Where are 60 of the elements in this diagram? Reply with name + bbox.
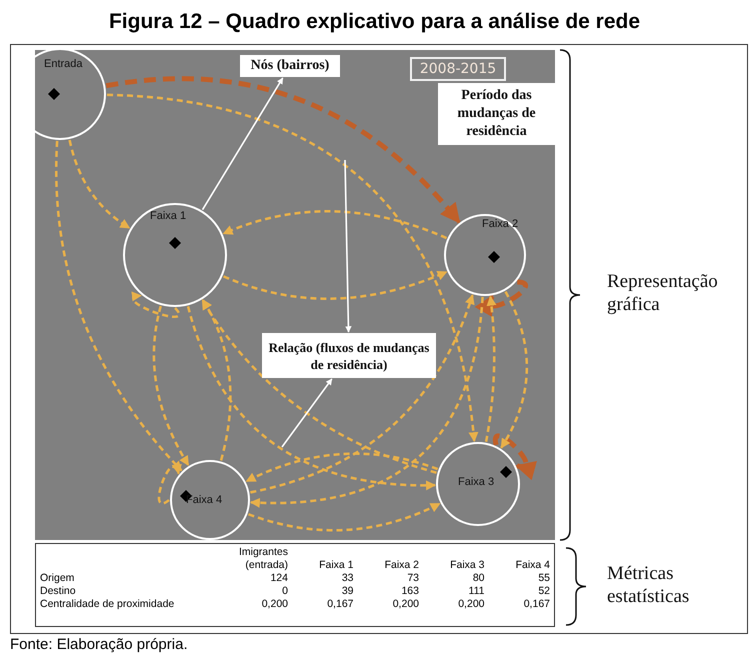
flow-arrow: [223, 270, 448, 300]
table-value: 80: [472, 572, 486, 585]
table-value: 0,200: [392, 598, 420, 611]
flow-arrow: [55, 140, 182, 472]
annotation-box: 2008-2015: [410, 57, 506, 81]
flow-arrow: [492, 434, 536, 478]
table-value: 0,167: [326, 598, 354, 611]
row-header: Origem: [39, 572, 76, 585]
column-header: Faixa 4: [514, 558, 551, 572]
flow-arrow: [68, 140, 130, 229]
flow-arrow: [500, 291, 528, 449]
table-value: 0,200: [457, 598, 486, 611]
flow-arrow: [476, 279, 528, 317]
flow-arrow: [202, 299, 232, 461]
leader-arrow: [202, 77, 284, 210]
source-note: Fonte: Elaboração própria.: [10, 636, 188, 653]
column-header: Faixa 1: [318, 558, 354, 572]
table-value: 39: [340, 585, 354, 598]
table-value: 111: [468, 585, 486, 598]
flow-arrow: [222, 210, 448, 240]
leader-arrow: [344, 160, 352, 333]
table-value: 0,167: [522, 598, 551, 611]
flow-arrow: [248, 502, 441, 532]
flow-arrow: [106, 94, 478, 442]
table-value: 124: [269, 572, 289, 585]
section-label: Representação gráfica: [607, 270, 719, 316]
node-circle: [170, 460, 250, 540]
row-header: Centralidade de proximidade: [39, 598, 176, 611]
annotation-box: Nós (bairros): [240, 55, 340, 77]
node-label: Faixa 3: [458, 476, 494, 488]
column-header: Faixa 2: [384, 558, 420, 572]
flow-arrow: [186, 306, 436, 490]
node-label: Entrada: [44, 58, 83, 70]
node-circle: [436, 442, 520, 526]
table-value: 0: [281, 585, 289, 598]
flow-arrow: [201, 300, 437, 474]
leader-arrow: [281, 378, 332, 448]
figure-title: Figura 12 – Quadro explicativo para a análise de rede: [108, 10, 642, 34]
flow-arrow: [484, 296, 496, 442]
flow-arrow: [152, 306, 190, 466]
flow-arrow: [131, 292, 180, 318]
flow-arrow: [106, 76, 461, 224]
table-value: 52: [537, 585, 551, 598]
node-circle: [123, 203, 227, 307]
node-circle: [444, 214, 526, 296]
flow-arrow: [246, 452, 438, 482]
table-value: 163: [400, 585, 420, 598]
table-value: 55: [537, 572, 551, 585]
annotation-box: Período das mudanças de residência: [438, 83, 555, 145]
column-header: Imigrantes (entrada): [238, 546, 289, 572]
table-value: 33: [340, 572, 354, 585]
node-label: Faixa 2: [482, 218, 518, 230]
section-label: Métricas estatísticas: [607, 562, 690, 608]
table-value: 73: [406, 572, 420, 585]
row-header: Destino: [39, 585, 77, 598]
column-header: Faixa 3: [449, 558, 486, 572]
annotation-box: Relação (fluxos de mudanças de residência): [262, 333, 436, 378]
table-value: 0,200: [260, 598, 289, 611]
node-label: Faixa 1: [150, 210, 186, 222]
flow-arrow: [158, 464, 180, 504]
